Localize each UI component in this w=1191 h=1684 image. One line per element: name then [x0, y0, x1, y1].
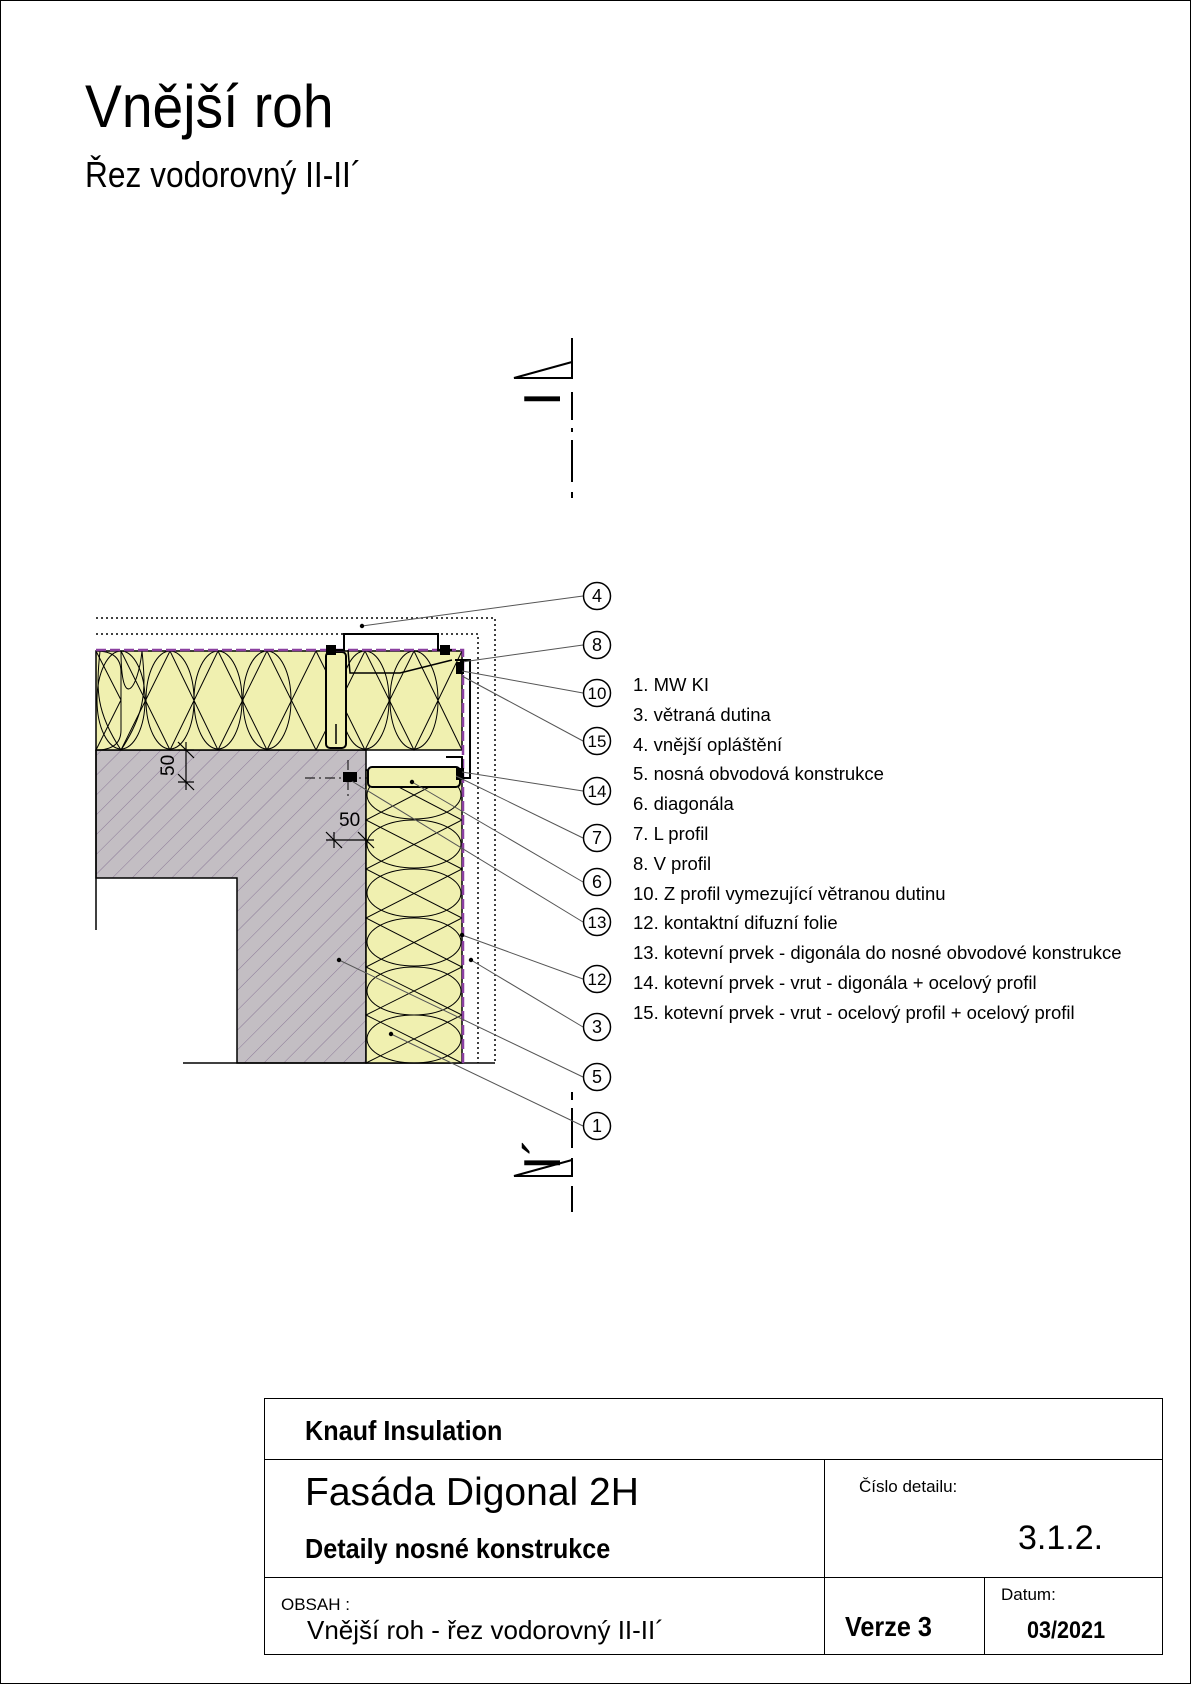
callout-6: 6 [582, 867, 612, 897]
diffusion-membrane [96, 648, 465, 1063]
callout-circle [582, 630, 612, 660]
callout-circle [582, 964, 612, 994]
v-profile [330, 633, 452, 651]
diagonal-profile [367, 766, 461, 788]
callout-4: 4 [582, 581, 612, 611]
callout-1: 1 [582, 1111, 612, 1141]
legend: 1. MW KI 3. větraná dutina 4. vnější opl… [633, 670, 1122, 1028]
callout-7: 7 [582, 823, 612, 853]
callout-circle [582, 823, 612, 853]
callout-circle [582, 776, 612, 806]
legend-item: 15. kotevní prvek - vrut - ocelový profi… [633, 1001, 1075, 1023]
callout-8: 8 [582, 630, 612, 660]
section-mark-bottom-label: I´ [514, 1138, 572, 1170]
legend-item: 3. větraná dutina [633, 703, 771, 725]
callout-3: 3 [582, 1012, 612, 1042]
callout-label: 1 [592, 1116, 602, 1136]
l-profile [446, 756, 463, 770]
callout-12: 12 [582, 964, 612, 994]
callout-label: 5 [592, 1067, 602, 1087]
masonry-wall [95, 749, 367, 1064]
dimension-horizontal [325, 831, 375, 849]
callout-circle [582, 678, 612, 708]
section-mark-top-label: I [514, 392, 572, 406]
callout-label: 7 [592, 828, 602, 848]
callout-circle [582, 726, 612, 756]
callout-label: 8 [592, 635, 602, 655]
company-name: Knauf Insulation [305, 1415, 503, 1446]
callout-13: 13 [582, 907, 612, 937]
callout-circle [582, 581, 612, 611]
callout-label: 15 [588, 732, 607, 751]
callout-10: 10 [582, 678, 612, 708]
detail-number: 3.1.2. [1018, 1519, 1104, 1557]
callout-circle [582, 867, 612, 897]
callout-5: 5 [582, 1062, 612, 1092]
callout-group: 4 8 10 15 14 7 6 13 12 3 5 1 [582, 581, 612, 1141]
callout-label: 3 [592, 1017, 602, 1037]
section-mark-top: I [513, 338, 573, 498]
callout-15: 15 [582, 726, 612, 756]
legend-item: 13. kotevní prvek - digonála do nosné ob… [633, 942, 1122, 964]
callout-label: 12 [588, 970, 607, 989]
callout-label: 4 [592, 586, 602, 606]
legend-item: 8. V profil [633, 852, 712, 874]
content-text: Vnější roh - řez vodorovný II-II´ [307, 1615, 664, 1645]
detail-label: Číslo detailu: [859, 1477, 958, 1496]
callout-circle [582, 1012, 612, 1042]
callout-label: 6 [592, 872, 602, 892]
page-subtitle: Řez vodorovný II-II´ [85, 154, 362, 195]
section-mark-bottom: I´ [513, 1092, 573, 1212]
dimension-vertical-label: 50 [158, 755, 179, 776]
date-label: Datum: [1001, 1585, 1056, 1604]
leader-lines [338, 595, 584, 1127]
page-title: Vnější roh [85, 73, 334, 140]
callout-label: 10 [588, 684, 607, 703]
legend-item: 12. kontaktní difuzní folie [633, 912, 838, 934]
legend-item: 14. kotevní prvek - vrut - digonála + oc… [633, 971, 1037, 993]
legend-item: 7. L profil [633, 822, 709, 844]
date-value: 03/2021 [1027, 1617, 1106, 1644]
product-name: Fasáda Digonal 2H [305, 1471, 639, 1514]
legend-item: 6. diagonála [633, 793, 734, 815]
callout-label: 13 [588, 913, 607, 932]
legend-item: 5. nosná obvodová konstrukce [633, 763, 884, 785]
callout-label: 14 [588, 782, 607, 801]
callout-circle [582, 1062, 612, 1092]
version-label: Verze 3 [845, 1611, 932, 1642]
legend-item: 4. vnější opláštění [633, 733, 783, 755]
outer-cladding [96, 617, 496, 1063]
dimension-vertical [177, 741, 195, 791]
category-name: Detaily nosné konstrukce [305, 1533, 611, 1564]
legend-item: 1. MW KI [633, 674, 710, 695]
legend-item: 10. Z profil vymezující větranou dutinu [633, 882, 946, 904]
callout-circle [582, 907, 612, 937]
callout-circle [582, 1111, 612, 1141]
title-block: Knauf Insulation Fasáda Digonal 2H Detai… [264, 1398, 1163, 1655]
content-label: OBSAH : [281, 1595, 350, 1614]
dimension-horizontal-label: 50 [339, 810, 360, 831]
callout-14: 14 [582, 776, 612, 806]
